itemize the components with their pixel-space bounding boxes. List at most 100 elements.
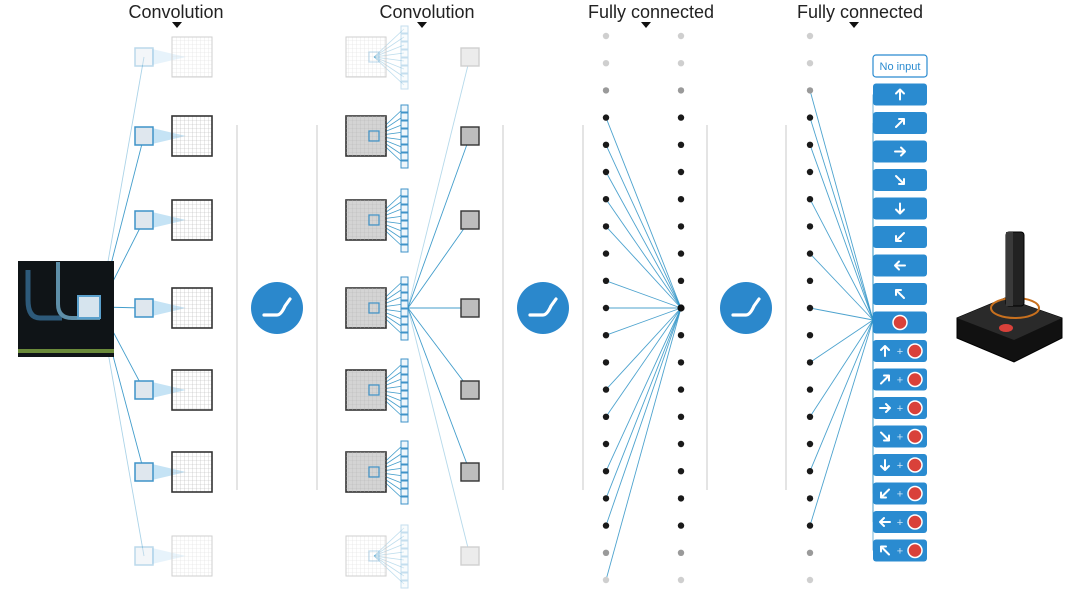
header-marker-3: [641, 22, 651, 28]
arrow-icon: [894, 146, 906, 157]
filter-cell: [400, 284, 409, 293]
filter-cell: [400, 366, 409, 375]
filter-cell: [400, 104, 409, 113]
neuron: [677, 114, 685, 121]
connection-line: [407, 307, 471, 557]
neuron: [806, 60, 814, 67]
plus-label: +: [897, 346, 903, 358]
filter-cell: [400, 25, 409, 34]
neuron: [806, 522, 814, 529]
filter-cone: [152, 300, 186, 316]
connection-line: [605, 144, 682, 309]
connection-line: [605, 307, 682, 390]
filter-cell: [400, 540, 409, 549]
arrow-icon: [880, 374, 890, 385]
filter-kernel: [134, 380, 154, 400]
filter-kernel: [368, 550, 380, 562]
neuron: [677, 196, 685, 203]
feature-map: [171, 199, 213, 241]
feature-map-grid: [346, 288, 386, 328]
filter-kernel: [134, 546, 154, 566]
neuron: [677, 440, 685, 448]
filter-cell: [400, 580, 409, 589]
connection-line: [809, 198, 874, 321]
neuron: [602, 576, 610, 584]
header-fully-connected-2: Fully connected: [796, 2, 924, 22]
neuron: [602, 196, 610, 203]
neuron: [602, 386, 610, 393]
filter-cell: [400, 564, 409, 573]
filter-kernel: [368, 130, 380, 142]
filter-cell: [400, 65, 409, 74]
plus-label: +: [897, 517, 903, 529]
connection-line: [407, 56, 471, 309]
neuron: [677, 549, 685, 556]
relu-curve: [528, 297, 558, 317]
connection-line: [809, 90, 874, 321]
filter-cell: [400, 464, 409, 473]
plus-label: +: [897, 489, 903, 501]
neuron: [806, 114, 814, 121]
header-marker-1: [172, 22, 182, 28]
filter-cell: [400, 292, 409, 301]
filter-kernel: [134, 462, 154, 482]
neuron: [602, 304, 610, 312]
neuron: [677, 141, 685, 148]
filter-kernel: [134, 210, 154, 230]
filter-cell: [400, 49, 409, 58]
output-map: [460, 546, 480, 566]
filter-cell: [400, 572, 409, 581]
feature-map-grid: [346, 370, 386, 410]
filter-cell: [400, 472, 409, 481]
neuron: [677, 87, 685, 94]
filter-cell: [400, 324, 409, 333]
connection-line: [605, 198, 682, 309]
filter-cell: [400, 120, 409, 129]
neuron: [602, 549, 610, 556]
arrow-icon: [895, 232, 905, 242]
neuron: [806, 223, 814, 230]
neuron: [806, 250, 814, 257]
filter-cell: [400, 204, 409, 213]
filter-cell: [400, 440, 409, 449]
neuron: [806, 87, 814, 94]
arrow-icon: [880, 459, 890, 471]
filter-cell: [400, 382, 409, 391]
filter-cell: [400, 332, 409, 341]
relu-activation-icon: [720, 282, 772, 334]
filter-cell: [400, 308, 409, 317]
fire-button-icon: [907, 514, 923, 530]
connection-line: [407, 307, 471, 391]
neuron: [602, 468, 610, 475]
filter-cone: [152, 128, 186, 144]
arrow-icon: [894, 260, 906, 271]
connection-line: [605, 307, 682, 499]
output-map: [460, 47, 480, 67]
fire-button-icon: [907, 428, 923, 445]
neuron: [602, 359, 610, 366]
neuron: [602, 332, 610, 339]
game-frame-ground: [18, 349, 114, 353]
filter-cell: [400, 448, 409, 457]
neuron: [677, 522, 685, 529]
fire-button-icon: [907, 400, 923, 416]
arrow-icon: [895, 202, 905, 215]
filter-cell: [400, 532, 409, 541]
filter-kernel: [134, 126, 154, 146]
neuron: [806, 196, 814, 203]
filter-kernel: [368, 302, 380, 314]
connection-line: [809, 319, 874, 472]
filter-kernel: [134, 47, 154, 67]
connection-line: [605, 307, 682, 581]
neuron: [677, 386, 685, 393]
connection-line: [809, 253, 874, 321]
filter-cone: [152, 382, 186, 398]
header-fully-connected-1: Fully connected: [587, 2, 715, 22]
joystick-fire-button: [999, 324, 1013, 332]
filter-kernel: [134, 298, 154, 318]
arrow-icon: [880, 545, 890, 556]
neuron: [677, 277, 685, 284]
connection-line: [605, 171, 682, 309]
arrow-icon: [880, 345, 890, 357]
